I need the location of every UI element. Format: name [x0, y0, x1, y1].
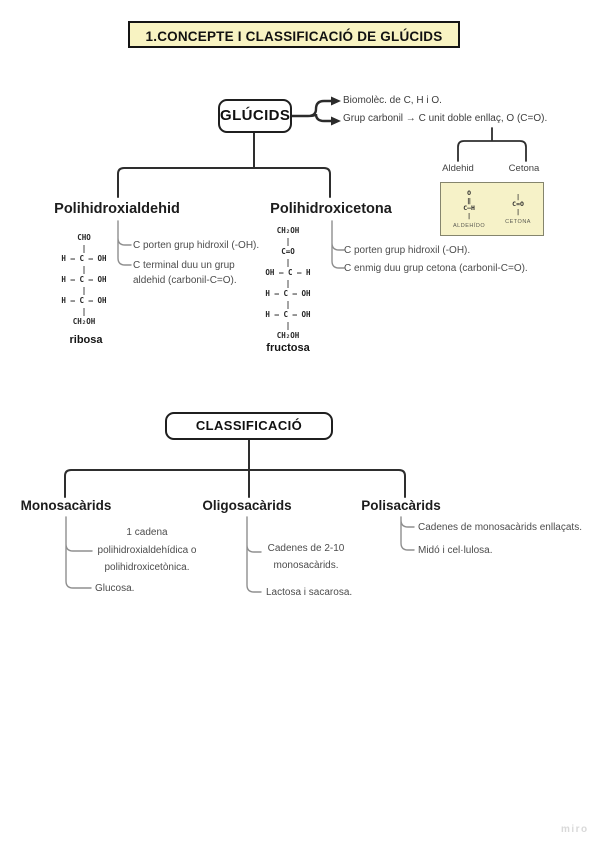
- arrow-icon-bottom: [331, 116, 341, 126]
- aldehyde-caption: ALDEHÍDO: [453, 223, 486, 229]
- notes-arrow-stems: [290, 99, 333, 123]
- heading-polihidroxicetona: Polihidroxicetona: [270, 201, 392, 217]
- monosacarids-bullet: Glucosa.: [95, 583, 135, 594]
- ketone-bullet: C porten grup hidroxil (-OH).: [344, 245, 471, 256]
- heading-polihidroxialdehid: Polihidroxialdehid: [54, 201, 180, 217]
- oligosacarids-bullet: Cadenes de 2-10 monosacàrids.: [267, 543, 345, 571]
- polisacarids-bullet: Cadenes de monosacàrids enllaçats.: [418, 522, 582, 533]
- poly-bullet-elbows: [400, 516, 415, 551]
- fructosa-formula: CH₂OH | C=O | OH – C – H | H – C – OH | …: [265, 226, 311, 340]
- cetona-label: Cetona: [508, 163, 540, 174]
- aldehyde-bullet: C porten grup hidroxil (-OH).: [133, 240, 260, 251]
- carbonyl-structures-box: O ‖ C–H | ALDEHÍDO | C=O | CETONA: [440, 182, 544, 236]
- arrow-icon-top: [331, 96, 341, 106]
- ketone-structure-figure: | C=O | CETONA: [505, 192, 531, 226]
- ketone-caption: CETONA: [505, 219, 531, 226]
- polisacarids-bullet: Midó i cel·lulosa.: [418, 545, 493, 556]
- note-biomolecule: Biomolèc. de C, H i O.: [343, 95, 442, 106]
- heading-monosacarids: Monosacàrids: [20, 498, 112, 513]
- ketone-formula: | C=O |: [512, 192, 524, 216]
- ketone-bullet-elbows: [331, 220, 345, 269]
- heading-polisacarids: Polisacàrids: [361, 498, 441, 513]
- oligosacarids-bullet: Lactosa i sacarosa.: [266, 587, 353, 598]
- note-carbonyl: Grup carbonil → C unit doble enllaç, O (…: [343, 113, 548, 124]
- aldehid-label: Aldehid: [442, 163, 474, 174]
- carbonyl-brace-line: [457, 127, 527, 162]
- monosacarids-bullet: 1 cadena polihidroxialdehídica o polihid…: [97, 527, 197, 573]
- classification-bracket-line: [64, 469, 406, 498]
- aldehyde-structure-figure: O ‖ C–H | ALDEHÍDO: [453, 189, 486, 229]
- aldehyde-bullet: C terminal duu un grup aldehid (carbonil…: [133, 260, 237, 286]
- classificacio-node: CLASSIFICACIÓ: [165, 412, 333, 440]
- glucids-node: GLÚCIDS: [218, 99, 292, 133]
- heading-oligosacarids: Oligosacàrids: [202, 498, 292, 513]
- ribosa-formula: CHO | H – C – OH | H – C – OH | H – C – …: [61, 233, 107, 326]
- page-title: 1.CONCEPTE I CLASSIFICACIÓ DE GLÚCIDS: [128, 21, 460, 48]
- root-bracket-line: [117, 167, 331, 198]
- ketone-bullet: C enmig duu grup cetona (carbonil-C=O).: [344, 263, 528, 274]
- miro-watermark: miro: [561, 824, 589, 835]
- fructosa-label: fructosa: [266, 342, 310, 354]
- aldehyde-formula: O ‖ C–H |: [463, 189, 475, 220]
- ribosa-label: ribosa: [69, 334, 103, 346]
- aldehyde-bullet-elbows: [117, 220, 132, 266]
